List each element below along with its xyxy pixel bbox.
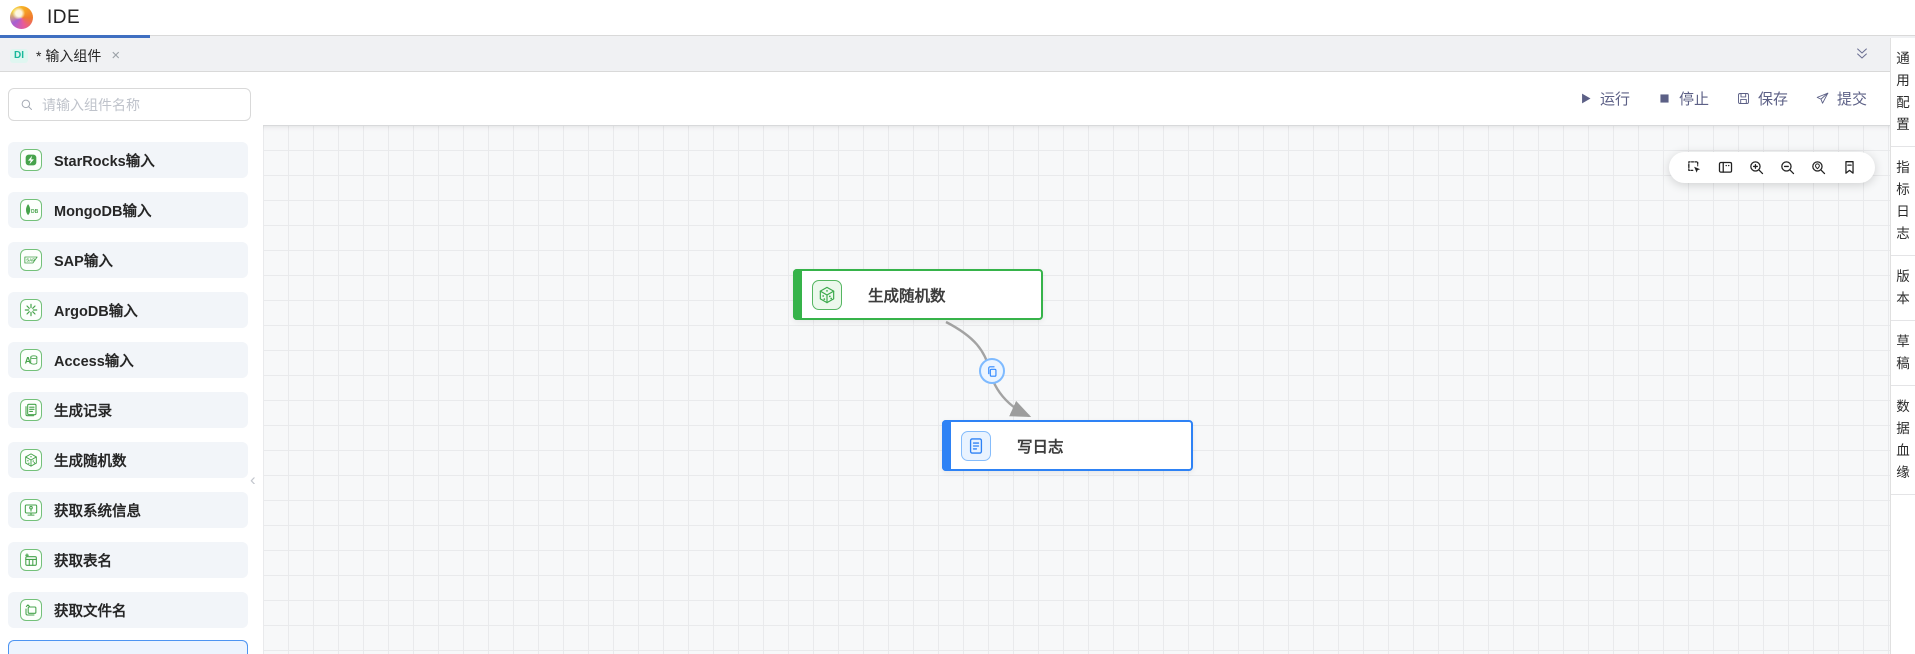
locate-icon[interactable] — [1810, 159, 1827, 176]
svg-text:DB: DB — [31, 209, 39, 215]
component-label: 生成记录 — [54, 403, 112, 420]
component-list-item[interactable]: A Access输入 — [8, 342, 248, 378]
component-list-item[interactable]: 获取系统信息 — [8, 492, 248, 528]
svg-text:SAP: SAP — [26, 257, 35, 262]
component-list: StarRocks输入 DB MongoDB输入 SAP SAP输入 ArgoD… — [8, 142, 248, 642]
toolbar-button[interactable]: 保存 — [1736, 88, 1788, 109]
send-icon — [1815, 91, 1830, 106]
record-icon — [20, 399, 42, 421]
component-label: MongoDB输入 — [54, 203, 152, 220]
table-icon — [20, 549, 42, 571]
zoom-in-icon[interactable] — [1748, 159, 1765, 176]
component-list-item[interactable]: SAP SAP输入 — [8, 242, 248, 278]
node-label: 生成随机数 — [868, 287, 946, 305]
right-tab[interactable]: 版本 — [1891, 256, 1915, 321]
toolbar-button[interactable]: 停止 — [1657, 88, 1709, 109]
component-label: ArgoDB输入 — [54, 303, 138, 320]
component-list-item[interactable]: 获取文件名 — [8, 592, 248, 628]
tab-bar: DI * 输入组件 × — [0, 35, 1915, 72]
edge-copy-badge[interactable] — [979, 358, 1005, 384]
right-tab-rail: 通用配置 指标日志 版本 草稿 数据血缘 — [1890, 38, 1915, 654]
save-icon — [1736, 91, 1751, 106]
files-icon — [20, 599, 42, 621]
component-label: 获取文件名 — [54, 603, 127, 620]
component-list-item[interactable]: 生成记录 — [8, 392, 248, 428]
sysinfo-icon — [20, 499, 42, 521]
toolbar-button-label: 运行 — [1599, 91, 1630, 108]
copy-icon — [985, 364, 1000, 379]
right-tab[interactable]: 通用配置 — [1891, 38, 1915, 147]
top-bar: IDE — [0, 0, 1915, 35]
stop-icon — [1657, 91, 1672, 106]
right-tab[interactable]: 指标日志 — [1891, 147, 1915, 256]
component-label: SAP输入 — [54, 253, 113, 270]
zoom-out-icon[interactable] — [1779, 159, 1796, 176]
toolbar-button[interactable]: 运行 — [1578, 88, 1630, 109]
component-list-item[interactable]: ArgoDB输入 — [8, 292, 248, 328]
toolbar-button[interactable]: 提交 — [1815, 88, 1867, 109]
component-search[interactable] — [8, 88, 251, 121]
dice-icon — [20, 449, 42, 471]
app-title: IDE — [47, 6, 81, 28]
log-icon — [961, 430, 991, 461]
argodb-icon — [20, 299, 42, 321]
node-label: 写日志 — [1017, 438, 1064, 456]
component-label: 生成随机数 — [54, 453, 127, 470]
toolbar-button-label: 停止 — [1678, 91, 1709, 108]
component-list-item[interactable]: StarRocks输入 — [8, 142, 248, 178]
tab-type-badge: DI — [10, 48, 28, 63]
toolbar-button-label: 提交 — [1836, 91, 1867, 108]
mongodb-icon: DB — [20, 199, 42, 221]
flow-edge — [945, 320, 1032, 418]
right-tab[interactable]: 数据血缘 — [1891, 386, 1915, 495]
toolbar-button-label: 保存 — [1757, 91, 1788, 108]
component-list-item[interactable]: 生成随机数 — [8, 442, 248, 478]
component-label: Access输入 — [54, 353, 134, 370]
svg-text:A: A — [25, 356, 32, 366]
flow-canvas[interactable]: 生成随机数 写日志 — [263, 125, 1890, 654]
search-input[interactable] — [42, 96, 240, 113]
tab-input-component[interactable]: DI * 输入组件 × — [0, 35, 150, 73]
dice-icon — [812, 279, 842, 310]
component-palette: StarRocks输入 DB MongoDB输入 SAP SAP输入 ArgoD… — [0, 72, 263, 654]
pipeline-toolbar: 运行 停止 保存 提交 — [263, 72, 1890, 125]
node-generate-random[interactable]: 生成随机数 — [793, 269, 1043, 320]
marquee-select-icon[interactable] — [1686, 159, 1703, 176]
component-label: 获取表名 — [54, 553, 112, 570]
minimap-icon[interactable] — [1717, 159, 1734, 176]
starrocks-icon — [20, 149, 42, 171]
component-list-item[interactable]: DB MongoDB输入 — [8, 192, 248, 228]
component-list-item-partial[interactable] — [8, 640, 248, 654]
canvas-view-toolbar — [1669, 152, 1875, 183]
component-list-item[interactable]: 获取表名 — [8, 542, 248, 578]
panel-collapse-chevron-icon[interactable]: ‹ — [250, 470, 256, 489]
tab-close-icon[interactable]: × — [111, 47, 121, 64]
access-icon: A — [20, 349, 42, 371]
search-icon — [19, 97, 34, 112]
sap-icon: SAP — [20, 249, 42, 271]
tab-label: * 输入组件 — [36, 47, 102, 64]
app-logo-icon — [10, 6, 33, 29]
bookmark-icon[interactable] — [1841, 159, 1858, 176]
component-label: 获取系统信息 — [54, 503, 141, 520]
chevron-double-down-icon[interactable] — [1854, 46, 1870, 62]
node-write-log[interactable]: 写日志 — [942, 420, 1193, 471]
right-tab[interactable]: 草稿 — [1891, 321, 1915, 386]
component-label: StarRocks输入 — [54, 153, 155, 170]
play-icon — [1578, 91, 1593, 106]
